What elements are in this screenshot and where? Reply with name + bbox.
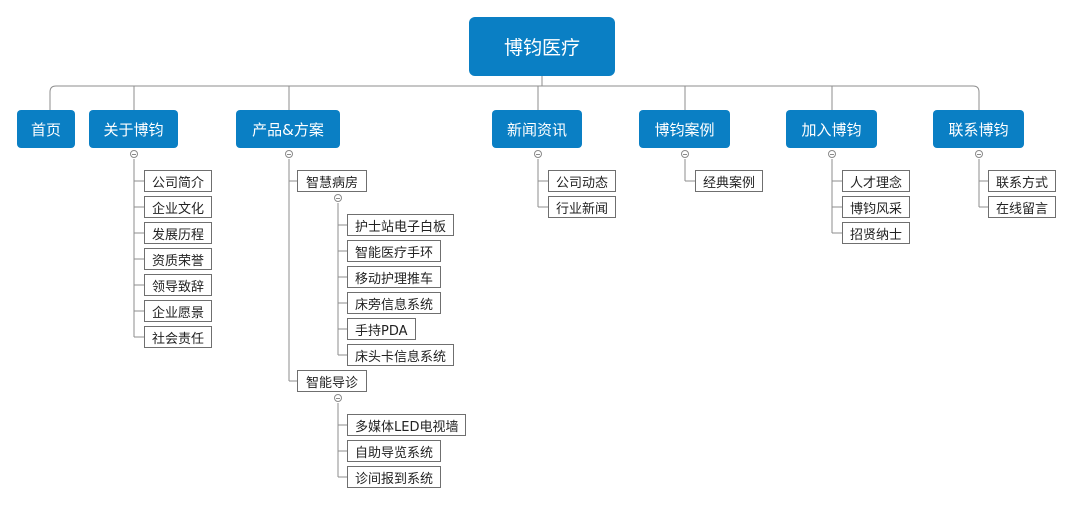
collapse-toggle-icon[interactable] [334, 394, 342, 402]
category-home[interactable]: 首页 [17, 110, 75, 148]
collapse-toggle-icon[interactable] [334, 194, 342, 202]
collapse-toggle-icon[interactable] [975, 150, 983, 158]
topic-node[interactable]: 联系方式 [988, 170, 1057, 192]
topic-node[interactable]: 手持PDA [347, 318, 416, 340]
topic-node[interactable]: 人才理念 [842, 170, 911, 192]
topic-node[interactable]: 自助导览系统 [347, 440, 442, 462]
subtopic-node[interactable]: 智慧病房 [297, 170, 368, 192]
topic-node[interactable]: 床旁信息系统 [347, 292, 442, 314]
topic-node[interactable]: 招贤纳士 [842, 222, 911, 244]
category-about[interactable]: 关于博钧 [89, 110, 178, 148]
topic-node[interactable]: 在线留言 [988, 196, 1057, 218]
topic-node[interactable]: 经典案例 [695, 170, 764, 192]
topic-node[interactable]: 护士站电子白板 [347, 214, 455, 236]
topic-node[interactable]: 社会责任 [144, 326, 213, 348]
root-node[interactable]: 博钧医疗 [469, 17, 615, 76]
topic-node[interactable]: 移动护理推车 [347, 266, 442, 288]
topic-node[interactable]: 诊间报到系统 [347, 466, 442, 488]
collapse-toggle-icon[interactable] [681, 150, 689, 158]
topic-node[interactable]: 公司简介 [144, 170, 213, 192]
topic-node[interactable]: 企业愿景 [144, 300, 213, 322]
topic-node[interactable]: 行业新闻 [548, 196, 617, 218]
category-join[interactable]: 加入博钧 [786, 110, 877, 148]
topic-node[interactable]: 发展历程 [144, 222, 213, 244]
collapse-toggle-icon[interactable] [534, 150, 542, 158]
topic-node[interactable]: 博钧风采 [842, 196, 911, 218]
topic-node[interactable]: 领导致辞 [144, 274, 213, 296]
collapse-toggle-icon[interactable] [285, 150, 293, 158]
category-cases[interactable]: 博钧案例 [639, 110, 730, 148]
topic-node[interactable]: 床头卡信息系统 [347, 344, 455, 366]
topic-node[interactable]: 资质荣誉 [144, 248, 213, 270]
category-news[interactable]: 新闻资讯 [492, 110, 582, 148]
topic-node[interactable]: 智能医疗手环 [347, 240, 442, 262]
topic-node[interactable]: 公司动态 [548, 170, 617, 192]
topic-node[interactable]: 企业文化 [144, 196, 213, 218]
category-contact[interactable]: 联系博钧 [933, 110, 1024, 148]
collapse-toggle-icon[interactable] [130, 150, 138, 158]
category-products[interactable]: 产品&方案 [236, 110, 340, 148]
collapse-toggle-icon[interactable] [828, 150, 836, 158]
subtopic-node[interactable]: 智能导诊 [297, 370, 368, 392]
topic-node[interactable]: 多媒体LED电视墙 [347, 414, 467, 436]
